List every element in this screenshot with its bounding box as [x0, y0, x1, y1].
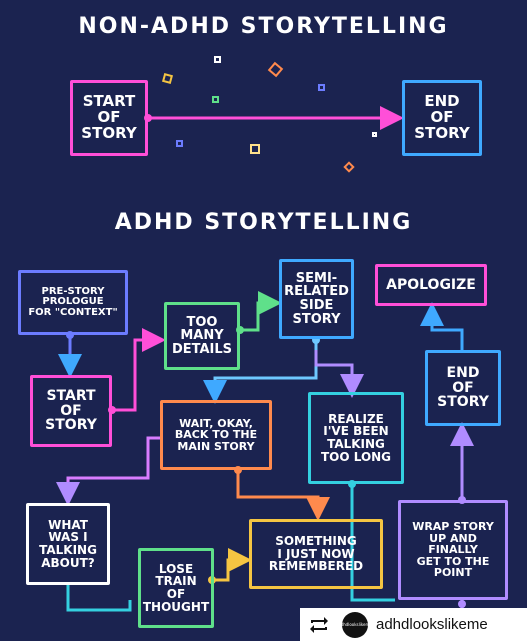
semi-related-box: SEMI- RELATED SIDE STORY: [279, 259, 354, 339]
arrow-whatwas-lose: [66, 585, 132, 612]
wrap-up-label: WRAP STORY UP AND FINALLY GET TO THE POI…: [412, 520, 494, 580]
back-to-main-box: WAIT, OKAY, BACK TO THE MAIN STORY: [160, 400, 272, 470]
arrow-start-details: [112, 328, 166, 412]
non-adhd-start-label: START OF STORY: [81, 92, 137, 142]
apologize-label: APOLOGIZE: [386, 276, 476, 293]
decor-square: [212, 96, 219, 103]
something-remembered-label: SOMETHING I JUST NOW REMEMBERED: [268, 534, 364, 574]
prologue-box: PRE-STORY PROLOGUE FOR "CONTEXT": [18, 270, 128, 335]
decor-square: [372, 132, 377, 137]
what-was-box: WHAT WAS I TALKING ABOUT?: [26, 503, 110, 585]
wrap-up-box: WRAP STORY UP AND FINALLY GET TO THE POI…: [398, 500, 508, 600]
repost-bar[interactable]: adhdlookslikeme adhdlookslikeme: [300, 608, 527, 641]
adhd-end-box: END OF STORY: [425, 350, 501, 426]
what-was-label: WHAT WAS I TALKING ABOUT?: [39, 517, 97, 570]
arrow-lose-something: [212, 548, 252, 582]
decor-square: [250, 144, 260, 154]
title-non-adhd: NON-ADHD STORYTELLING: [78, 14, 449, 39]
avatar[interactable]: adhdlookslikeme: [338, 611, 372, 638]
apologize-box: APOLOGIZE: [375, 264, 487, 306]
arrow-end-apologize: [420, 302, 464, 350]
arrow-back-something: [236, 470, 330, 521]
title-adhd: ADHD STORYTELLING: [114, 210, 413, 235]
realize-box: REALIZE I'VE BEEN TALKING TOO LONG: [308, 392, 404, 484]
arrow-back-whatwas: [56, 436, 160, 506]
non-adhd-end-label: END OF STORY: [414, 92, 470, 142]
adhd-start-label: START OF STORY: [45, 387, 97, 434]
arrow-realize-wrap: [350, 484, 395, 602]
semi-related-label: SEMI- RELATED SIDE STORY: [284, 270, 349, 327]
realize-label: REALIZE I'VE BEEN TALKING TOO LONG: [320, 411, 392, 464]
something-remembered-box: SOMETHING I JUST NOW REMEMBERED: [249, 519, 383, 589]
prologue-label: PRE-STORY PROLOGUE FOR "CONTEXT": [28, 285, 118, 318]
avatar-text: adhdlookslikeme: [338, 622, 372, 627]
repost-icon[interactable]: [308, 616, 330, 634]
decor-square: [214, 56, 221, 63]
arrow-details-semi: [240, 291, 282, 332]
non-adhd-start-box: START OF STORY: [70, 80, 148, 156]
too-many-details-box: TOO MANY DETAILS: [164, 302, 240, 370]
too-many-details-label: TOO MANY DETAILS: [171, 314, 233, 357]
arrow-semi-realize: [314, 350, 364, 398]
back-to-main-label: WAIT, OKAY, BACK TO THE MAIN STORY: [174, 416, 258, 453]
lose-train-label: LOSE TRAIN OF THOUGHT: [142, 561, 210, 614]
decor-square: [176, 140, 183, 147]
account-handle[interactable]: adhdlookslikeme: [376, 616, 488, 633]
adhd-start-box: START OF STORY: [30, 375, 112, 447]
lose-train-box: LOSE TRAIN OF THOUGHT: [138, 548, 214, 628]
arrow-wrap-down-dot: [458, 600, 466, 608]
adhd-end-label: END OF STORY: [437, 364, 489, 411]
decor-square: [318, 84, 325, 91]
non-adhd-end-box: END OF STORY: [402, 80, 482, 156]
